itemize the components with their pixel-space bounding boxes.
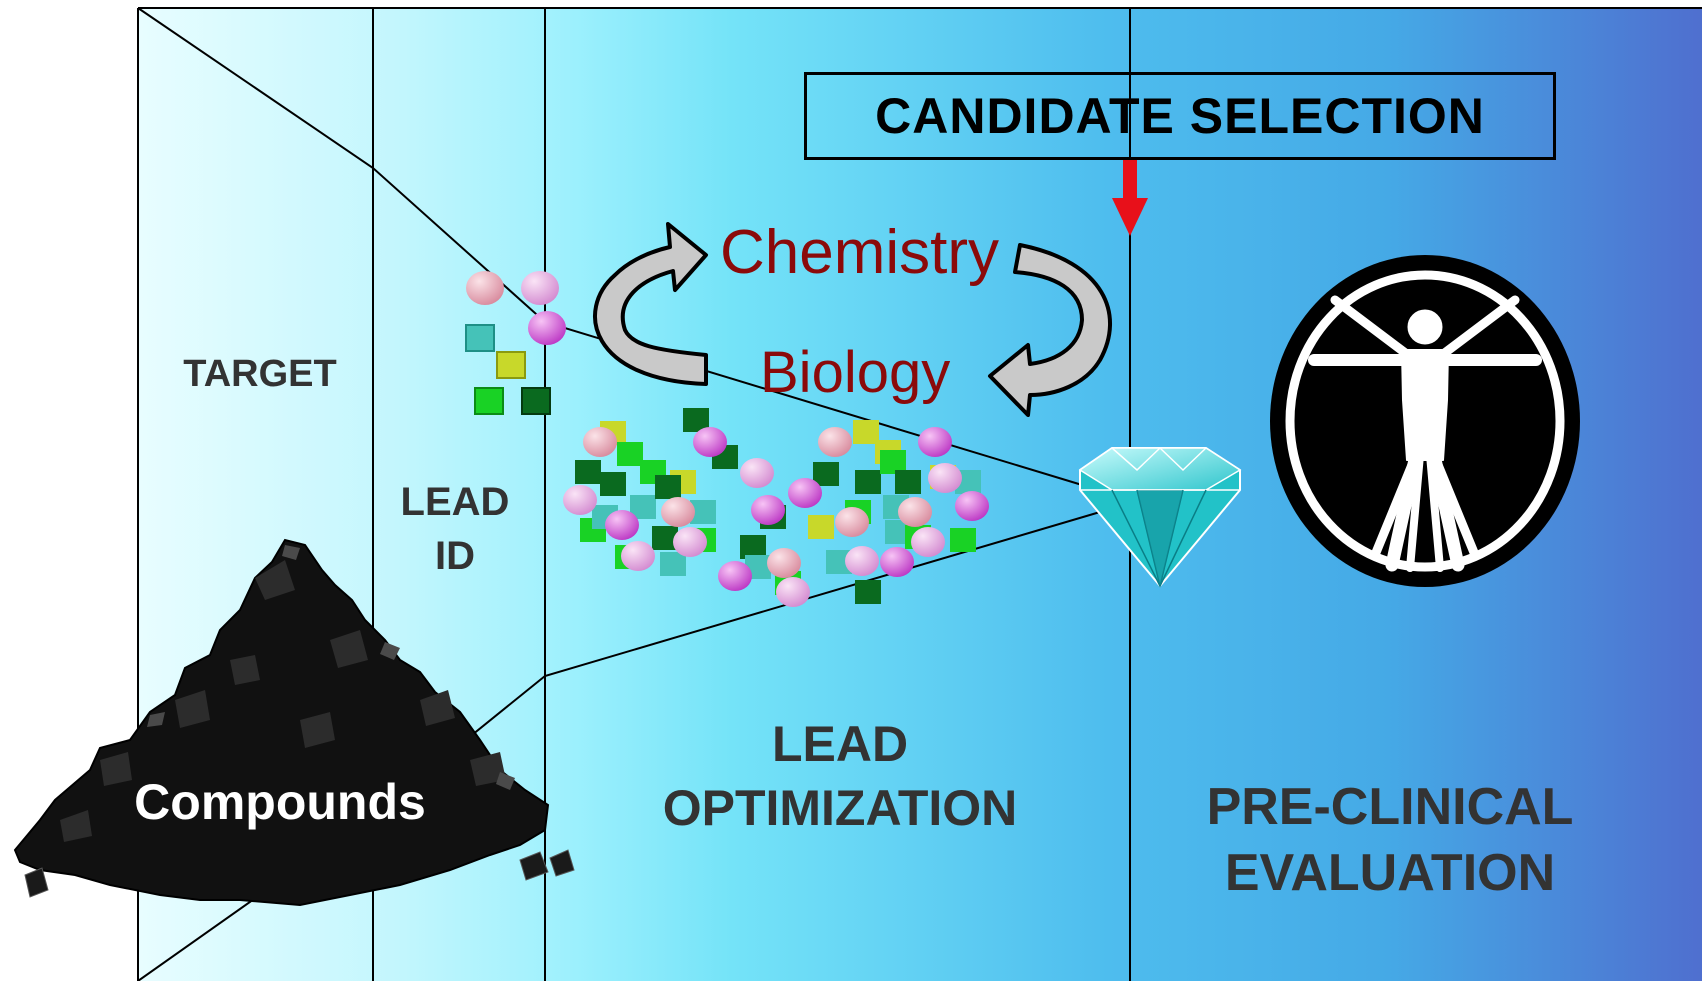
cycle-label-chemistry: Chemistry [720, 218, 1000, 287]
stage-lead-opt-line1: LEAD [771, 716, 909, 772]
stage-lead-opt-line2: OPTIMIZATION [662, 780, 1018, 836]
stage-label-target: TARGET [160, 352, 360, 398]
lead-id-molecules [465, 271, 566, 415]
stage-label-lead-id: LEAD ID [380, 475, 530, 583]
cycle-arrow-icon [593, 222, 1112, 417]
red-arrow-icon [1112, 160, 1148, 236]
stage-label-lead-optimization: LEAD OPTIMIZATION [620, 712, 1060, 840]
stage-target-text: TARGET [183, 353, 337, 395]
candidate-selection-box: CANDIDATE SELECTION [804, 72, 1556, 160]
stage-preclinical-line2: EVALUATION [1224, 844, 1556, 902]
funnel-top-line [137, 7, 1093, 489]
compound-pile-icon [13, 538, 575, 907]
cycle-label-biology: Biology [760, 340, 951, 405]
diamond-icon [1078, 446, 1242, 588]
candidate-selection-label: CANDIDATE SELECTION [875, 88, 1485, 144]
stage-preclinical-line1: PRE-CLINICAL [1206, 778, 1574, 836]
lead-optimization-molecules [563, 408, 989, 607]
stage-lead-id-line1: LEAD [400, 480, 510, 524]
vitruvian-man-icon [1270, 255, 1580, 587]
stage-label-preclinical: PRE-CLINICAL EVALUATION [1150, 774, 1630, 906]
stage-lead-id-line2: ID [435, 534, 475, 578]
compounds-label: Compounds [134, 774, 426, 830]
